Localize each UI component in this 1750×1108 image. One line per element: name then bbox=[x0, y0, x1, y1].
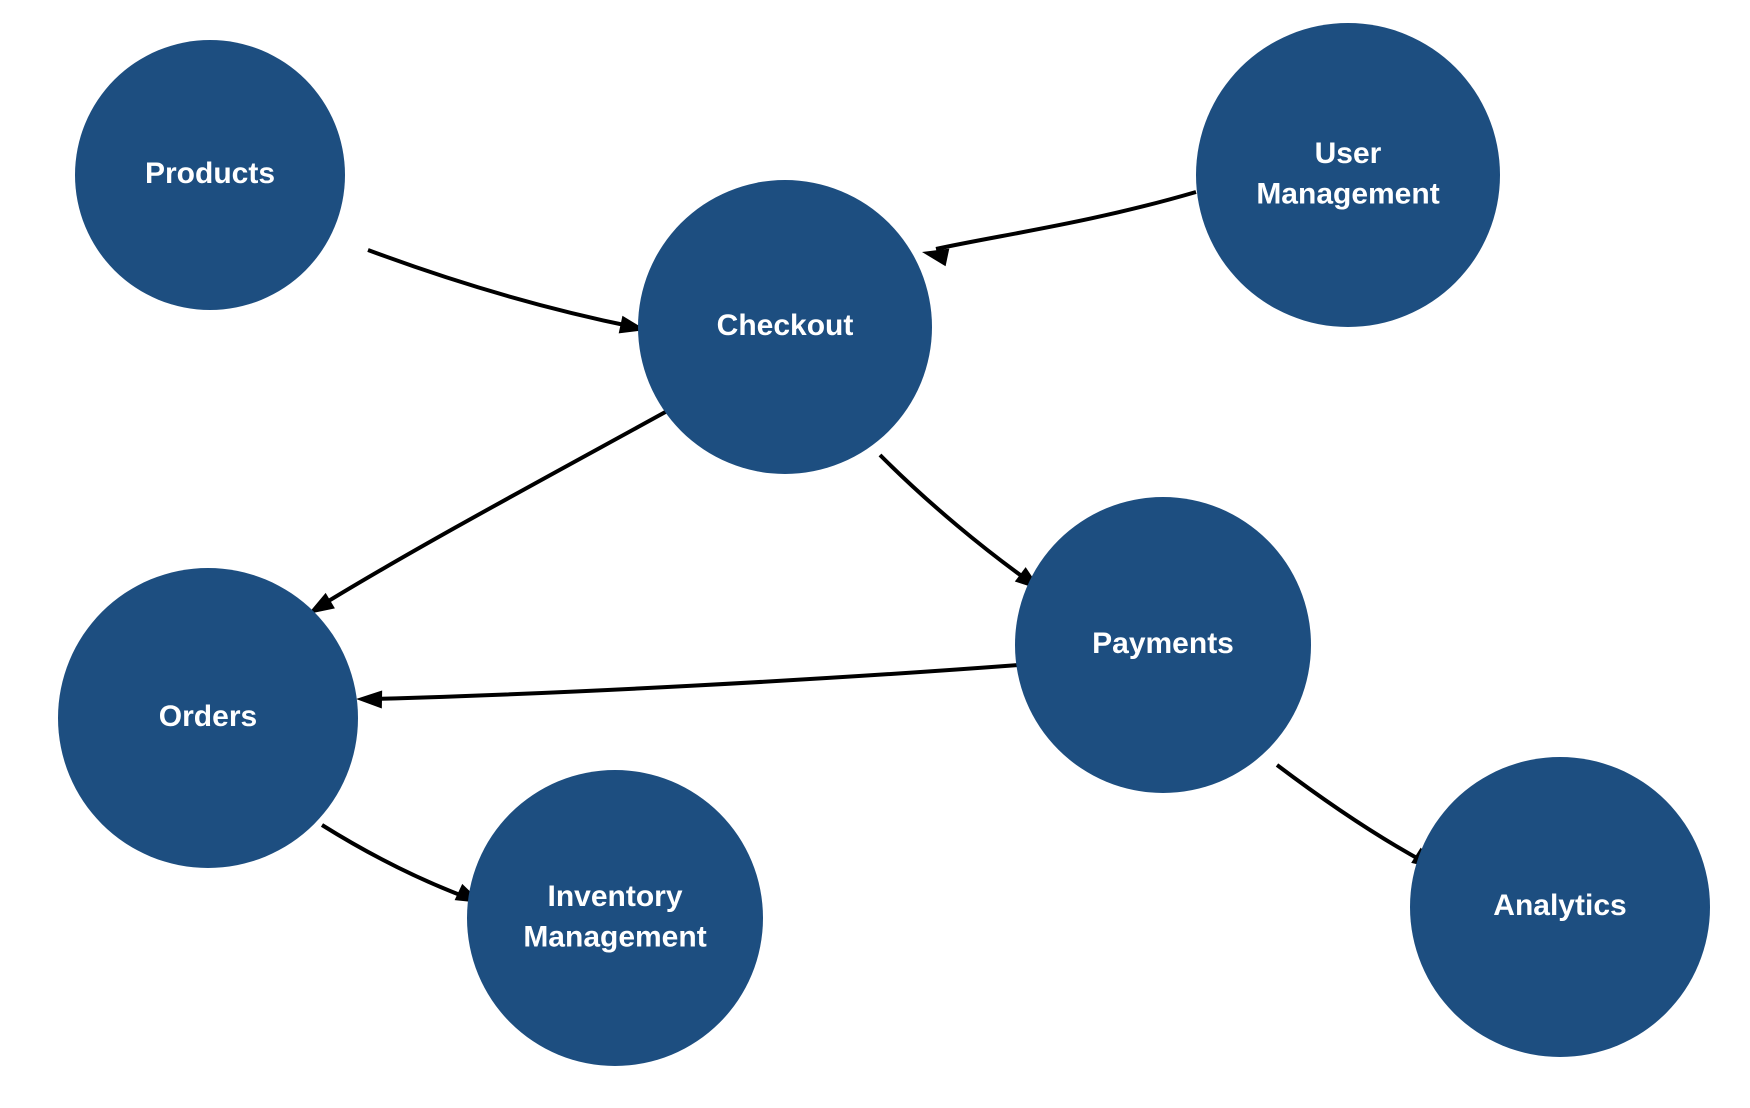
node-checkout[interactable]: Checkout bbox=[638, 180, 932, 474]
node-circle[interactable] bbox=[467, 770, 763, 1066]
edge-line bbox=[935, 190, 1197, 251]
edge-user-management-to-checkout bbox=[922, 190, 1197, 267]
edge-checkout-to-orders bbox=[308, 408, 670, 614]
node-circle[interactable] bbox=[638, 180, 932, 474]
node-analytics[interactable]: Analytics bbox=[1410, 757, 1710, 1057]
node-products[interactable]: Products bbox=[75, 40, 345, 310]
node-circle[interactable] bbox=[1196, 23, 1500, 327]
node-payments[interactable]: Payments bbox=[1015, 497, 1311, 793]
edge-line bbox=[371, 663, 1020, 701]
arrowhead-icon bbox=[308, 592, 335, 614]
arrowhead-icon bbox=[356, 690, 383, 709]
edge-checkout-to-payments bbox=[878, 453, 1041, 590]
node-circle[interactable] bbox=[75, 40, 345, 310]
edge-products-to-checkout bbox=[367, 248, 646, 334]
node-circle[interactable] bbox=[1015, 497, 1311, 793]
node-orders[interactable]: Orders bbox=[58, 568, 358, 868]
edge-line bbox=[367, 248, 635, 329]
edge-line bbox=[878, 453, 1032, 584]
arrowhead-icon bbox=[922, 248, 950, 267]
edge-line bbox=[1275, 763, 1425, 864]
edge-payments-to-orders bbox=[356, 663, 1020, 709]
node-circle[interactable] bbox=[58, 568, 358, 868]
edge-orders-to-inventory-management bbox=[320, 823, 482, 903]
edges-layer bbox=[308, 190, 1438, 903]
edge-line bbox=[320, 408, 670, 607]
edge-line bbox=[320, 823, 469, 900]
node-circle[interactable] bbox=[1410, 757, 1710, 1057]
